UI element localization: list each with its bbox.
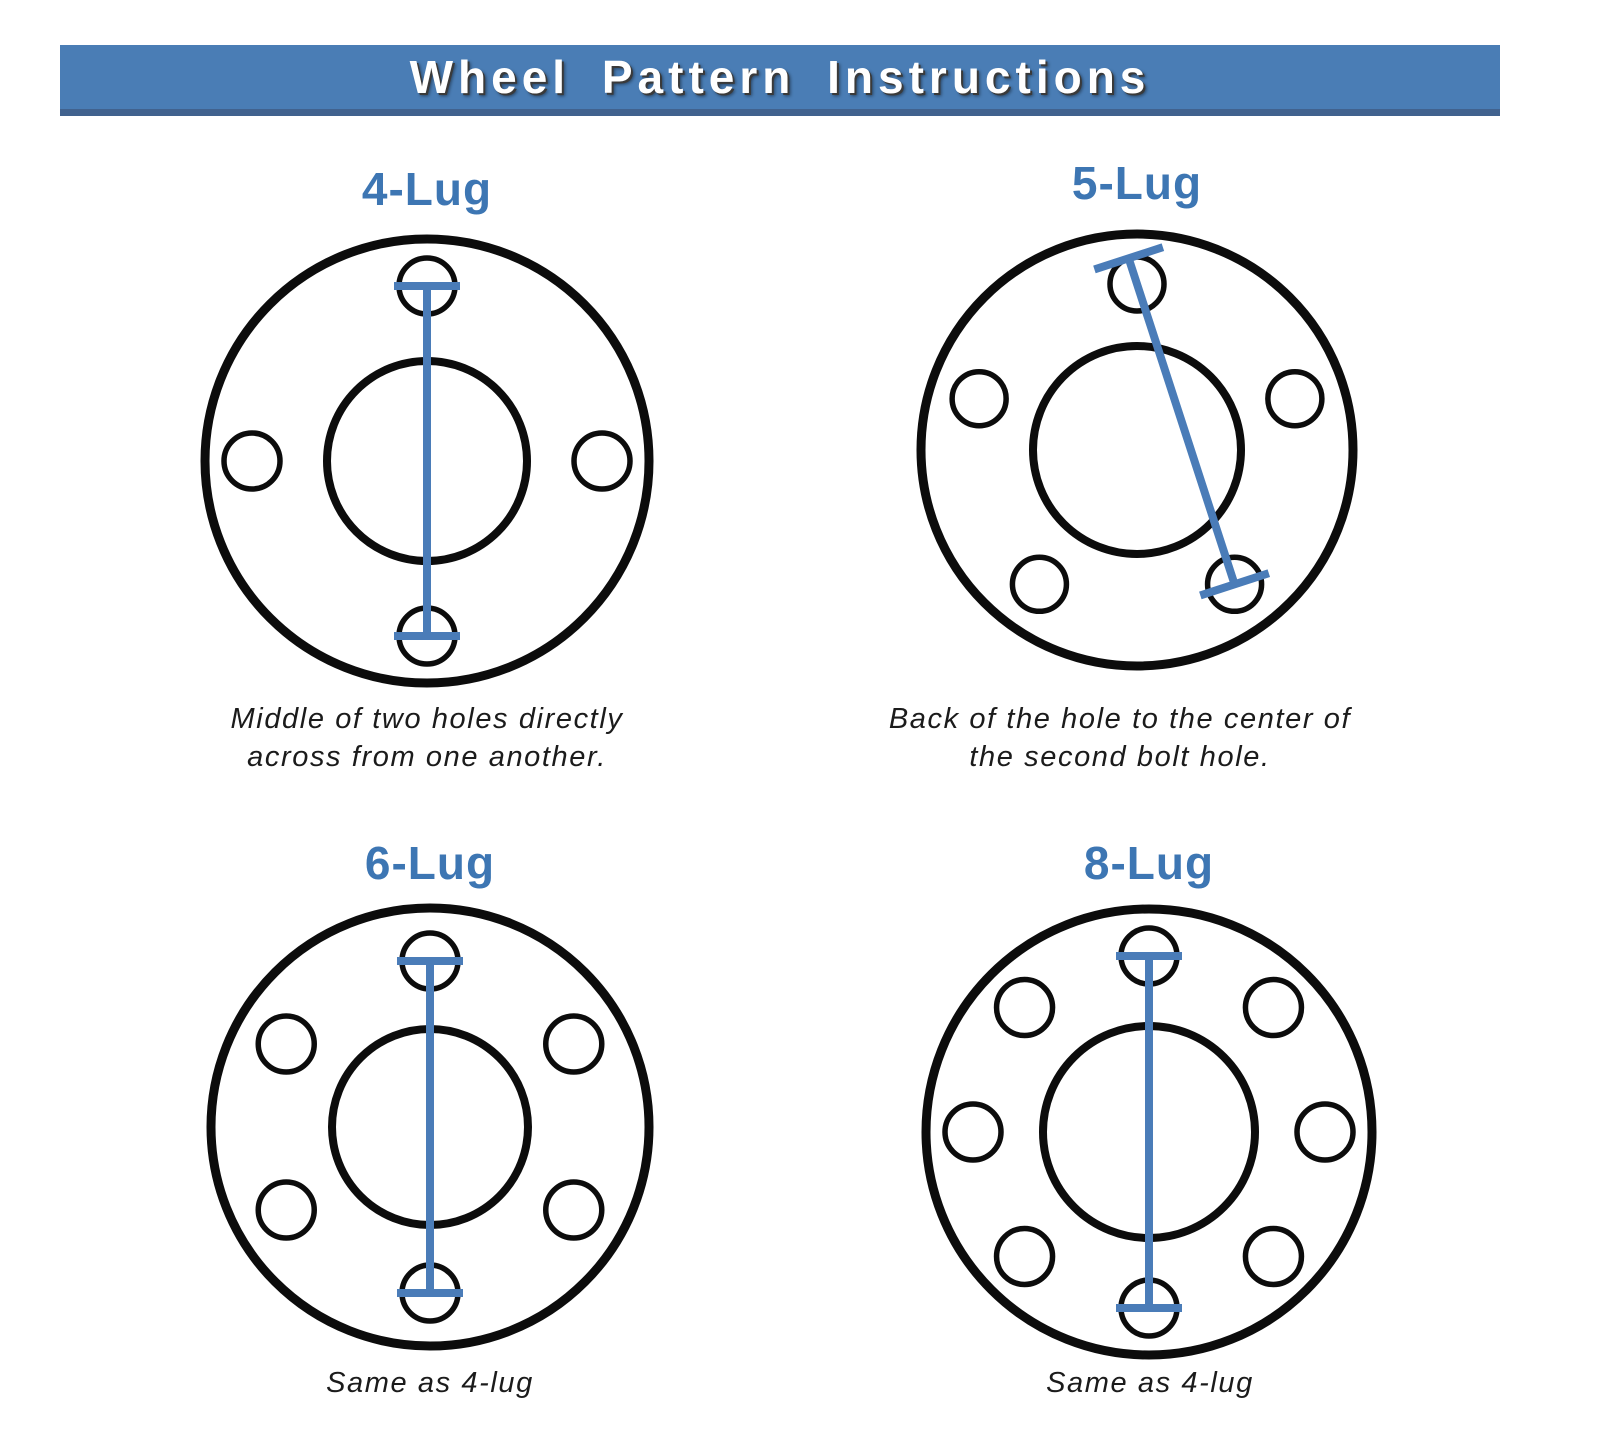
caption-line: Middle of two holes directly (230, 703, 624, 735)
title-bar: Wheel Pattern Instructions (60, 45, 1500, 116)
label-6-lug: 6-Lug (364, 837, 496, 889)
caption-5-lug: Back of the hole to the center of the se… (800, 700, 1440, 776)
label-5-lug: 5-Lug (1071, 157, 1203, 209)
caption-4-lug: Middle of two holes directly across from… (107, 700, 747, 776)
caption-8-lug: Same as 4-lug (830, 1364, 1470, 1402)
caption-6-lug: Same as 4-lug (110, 1364, 750, 1402)
wheel-diagram-5-lug (916, 229, 1358, 671)
wheel-diagram-8-lug (921, 904, 1377, 1360)
label-8-lug: 8-Lug (1083, 837, 1215, 889)
caption-line: across from one another. (247, 741, 607, 773)
label-4-lug: 4-Lug (361, 163, 493, 215)
page-title: Wheel Pattern Instructions (409, 51, 1151, 103)
caption-line: Same as 4-lug (326, 1367, 534, 1399)
caption-line: Same as 4-lug (1046, 1367, 1254, 1399)
caption-line: Back of the hole to the center of (888, 703, 1352, 735)
caption-line: the second bolt hole. (969, 741, 1271, 773)
wheel-diagram-6-lug (206, 903, 654, 1351)
wheel-diagram-4-lug (200, 234, 654, 688)
